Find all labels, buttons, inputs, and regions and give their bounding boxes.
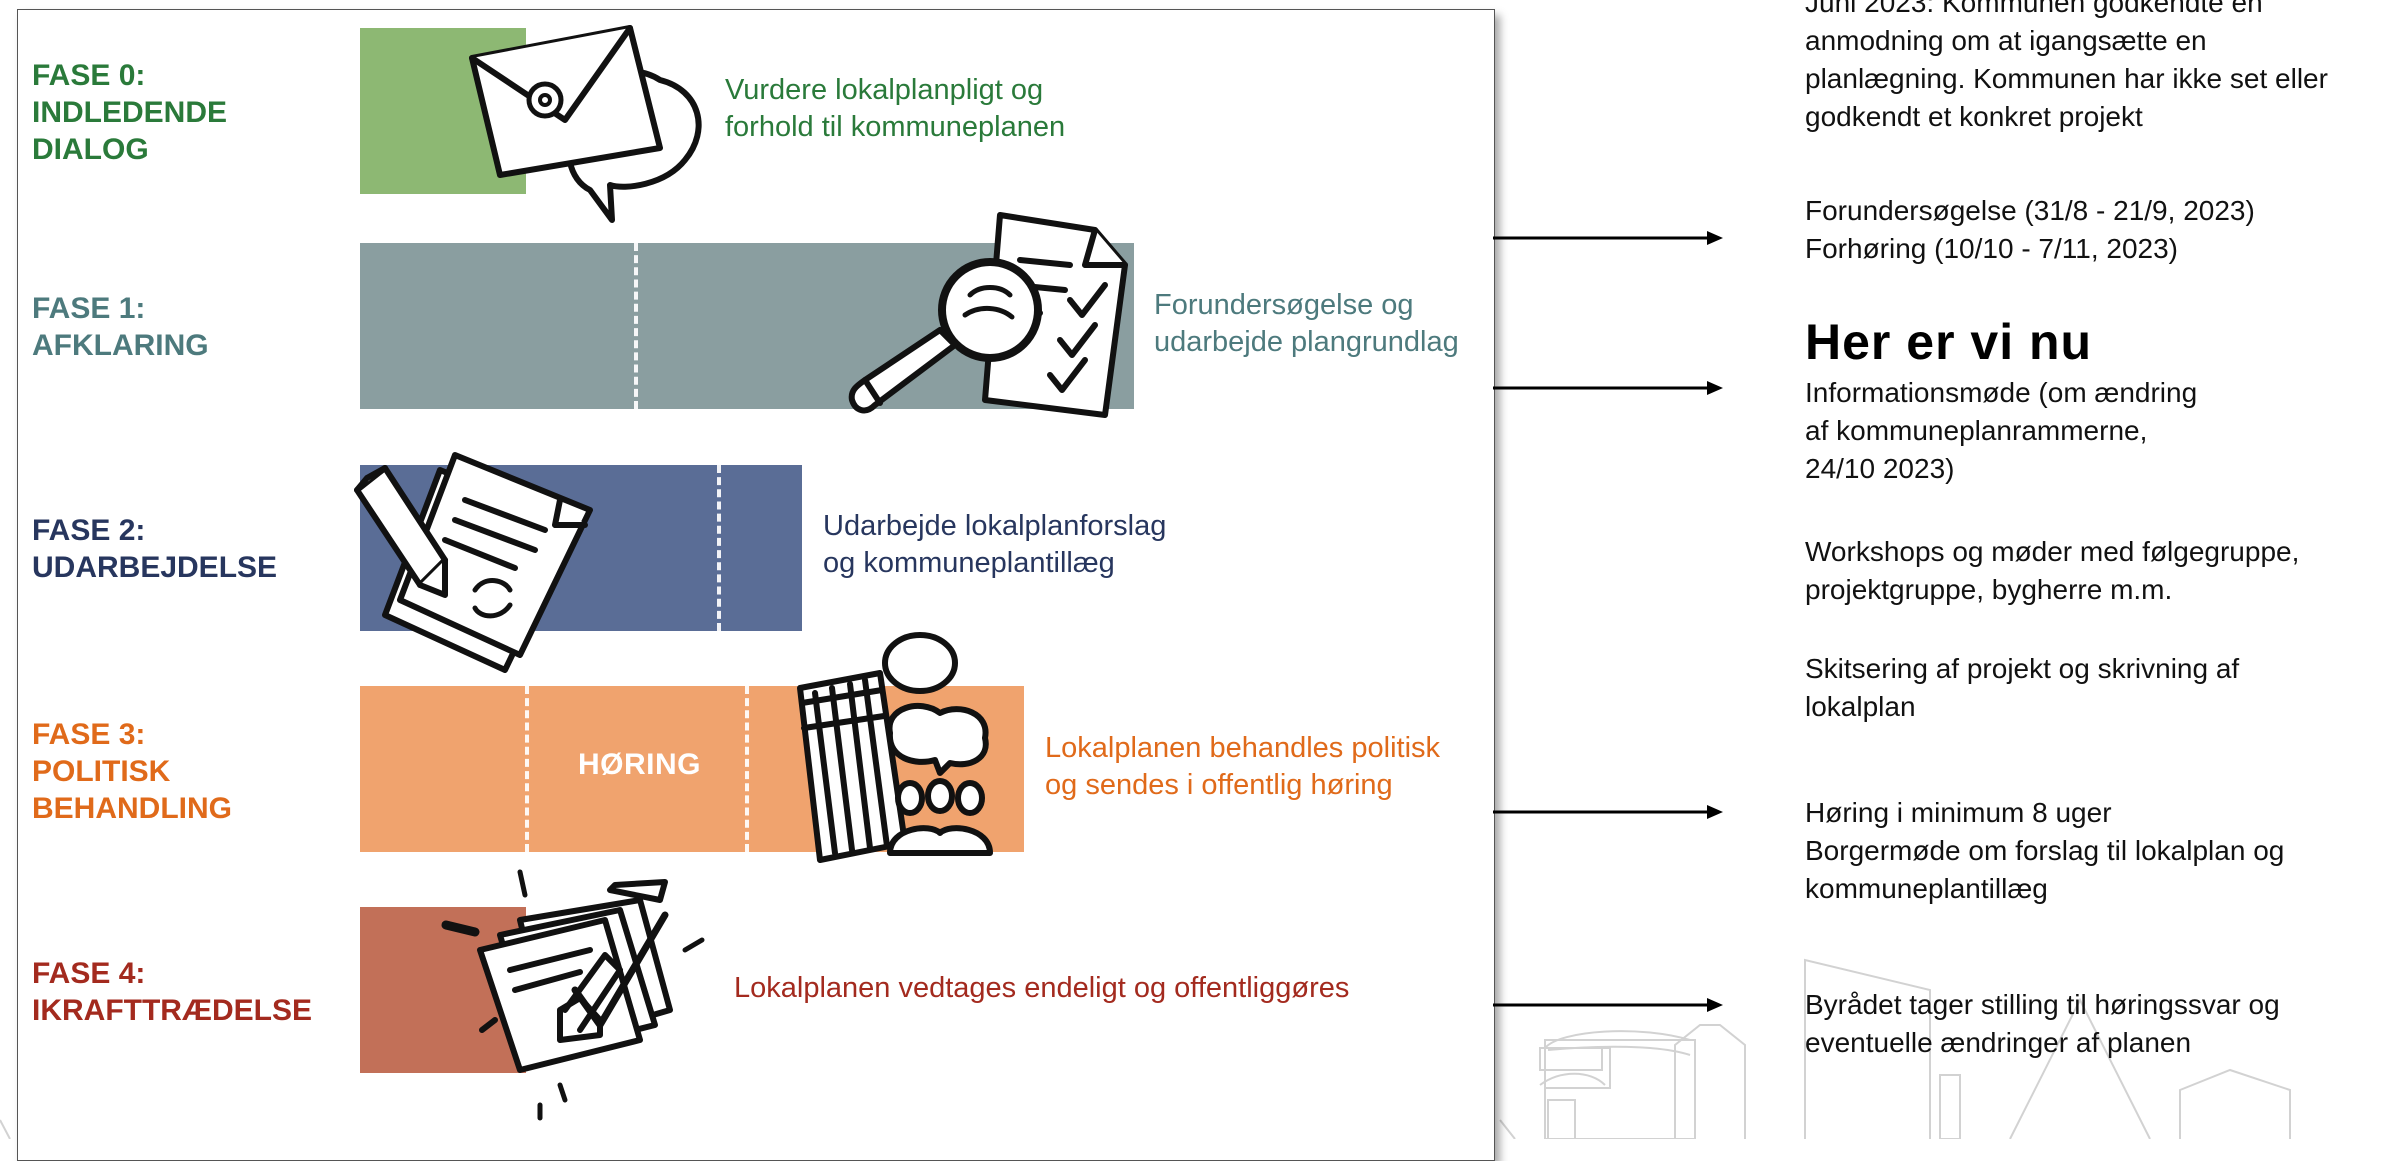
phase-2-label: FASE 2:UDARBEJDELSE (32, 514, 278, 584)
arrow-to-phase1-note (1493, 231, 1723, 245)
phase-1-label: FASE 1:AFKLARING (32, 292, 209, 362)
note-phase1: Forundersøgelse (31/8 - 21/9, 2023)Forhø… (1805, 195, 2255, 264)
pencil-documents-icon (354, 452, 593, 673)
approved-documents-icon (441, 869, 705, 1121)
arrow-to-council-note (1493, 998, 1723, 1012)
note-council: Byrådet tager stilling til høringssvar o… (1805, 989, 2280, 1058)
magnifier-checklist-icon (848, 212, 1128, 418)
town-hall-people-icon (797, 632, 993, 863)
note-workshops: Workshops og møder med følgegruppe,proje… (1805, 536, 2300, 605)
phase-3-bar-label: HØRING (578, 748, 701, 781)
arrow-to-headline-note (1493, 381, 1723, 395)
phase-4-label: FASE 4:IKRAFTTRÆDELSE (32, 957, 312, 1027)
phase-4-description: Lokalplanen vedtages endeligt og offentl… (734, 972, 1350, 1004)
envelope-speech-bubble-icon (469, 25, 702, 223)
arrow-to-hearing-note (1493, 805, 1723, 819)
headline-her-er-vi-nu: Her er vi nu (1805, 314, 2093, 370)
